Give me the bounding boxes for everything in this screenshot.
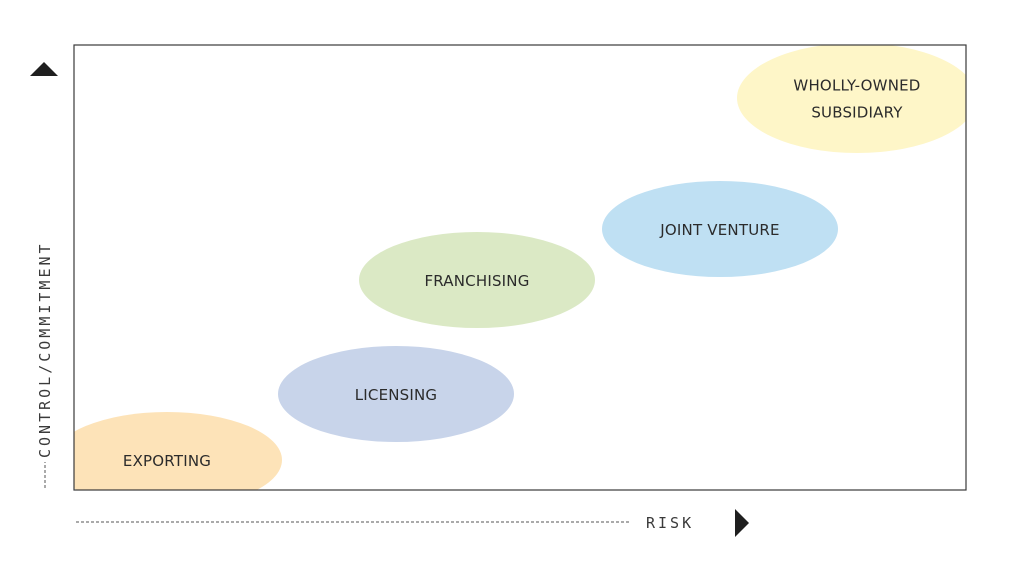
chart-frame: [73, 44, 967, 491]
entry-modes-group: [74, 45, 966, 490]
wholly-owned-subsidiary-ellipse: [737, 45, 966, 153]
wholly-owned-subsidiary-label-line-2: SUBSIDIARY: [811, 104, 903, 122]
y-axis-arrow-icon: [30, 62, 58, 76]
franchising-ellipse: [359, 232, 595, 328]
licensing-label: LICENSING: [355, 386, 438, 404]
exporting-ellipse: [74, 412, 282, 490]
exporting-label: EXPORTING: [123, 452, 211, 470]
joint-venture-label: JOINT VENTURE: [659, 221, 779, 239]
joint-venture-ellipse: [602, 181, 838, 277]
x-axis-label: RISK: [646, 514, 694, 532]
franchising-label: FRANCHISING: [424, 272, 529, 290]
licensing-ellipse: [278, 346, 514, 442]
entry-mode-labels: EXPORTING LICENSING FRANCHISING JOINT VENTU…: [123, 77, 920, 471]
y-axis-label: CONTROL/COMMITMENT: [36, 241, 54, 458]
x-axis-arrow-icon: [735, 509, 749, 537]
wholly-owned-subsidiary-label-line-1: WHOLLY-OWNED: [793, 77, 920, 95]
